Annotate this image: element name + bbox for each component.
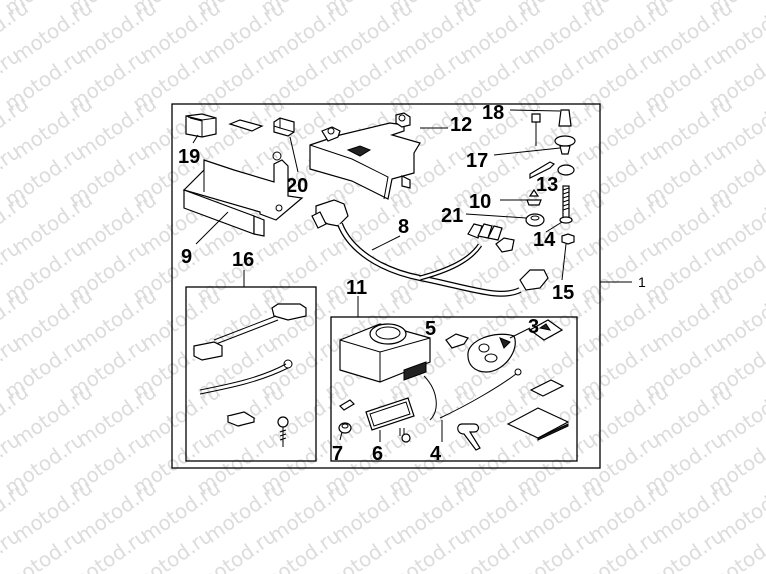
callout-4: 4 [430, 443, 442, 465]
callout-5: 5 [425, 318, 436, 340]
part-5-indicator-icon [445, 333, 469, 349]
assembly-frame [171, 103, 601, 469]
part-18-rivet-icon [531, 109, 572, 146]
kit-16-frame [185, 286, 317, 462]
kit-11-frame [330, 316, 578, 462]
part-10-screw-icon [526, 188, 542, 206]
part-16-sub-harness-icon [193, 303, 307, 447]
part-3-remote-transmitter-icon [467, 319, 564, 373]
part-6-gasket-icon [365, 397, 415, 443]
part-accessories-icon [439, 368, 570, 451]
part-17-pin-icon [529, 135, 576, 179]
pad-icon [228, 119, 264, 132]
callout-7: 7 [332, 443, 343, 465]
callout-1: 1 [638, 274, 646, 290]
part-9-bracket-icon [182, 151, 304, 237]
part-12-bracket-icon [309, 112, 421, 200]
callout-18: 18 [482, 102, 504, 124]
part-20-clip-icon [273, 117, 295, 137]
callout-10: 10 [469, 191, 491, 213]
callout-14: 14 [533, 229, 556, 251]
callout-13: 13 [536, 174, 558, 196]
part-14-bolt-icon [559, 185, 573, 224]
callout-9: 9 [181, 246, 192, 268]
part-screw-icon [339, 399, 355, 411]
part-15-nut-icon [561, 233, 575, 245]
callout-12: 12 [450, 114, 472, 136]
part-19-cover-icon [185, 113, 217, 138]
callout-3: 3 [528, 316, 539, 338]
part-13-washer-icon [557, 164, 575, 176]
part-21-nut-icon [525, 213, 545, 227]
callout-21: 21 [441, 205, 463, 227]
part-7-grommet-icon [338, 422, 352, 434]
callout-8: 8 [398, 216, 409, 238]
callout-19: 19 [178, 146, 200, 168]
part-8-wire-harness-icon [311, 199, 549, 297]
callout-17: 17 [466, 150, 488, 172]
callout-15: 15 [552, 282, 574, 304]
callout-20: 20 [286, 175, 308, 197]
callout-6: 6 [372, 443, 383, 465]
callout-11: 11 [346, 277, 367, 299]
part-11-alarm-unit-icon [339, 323, 437, 421]
callout-16: 16 [232, 249, 254, 271]
